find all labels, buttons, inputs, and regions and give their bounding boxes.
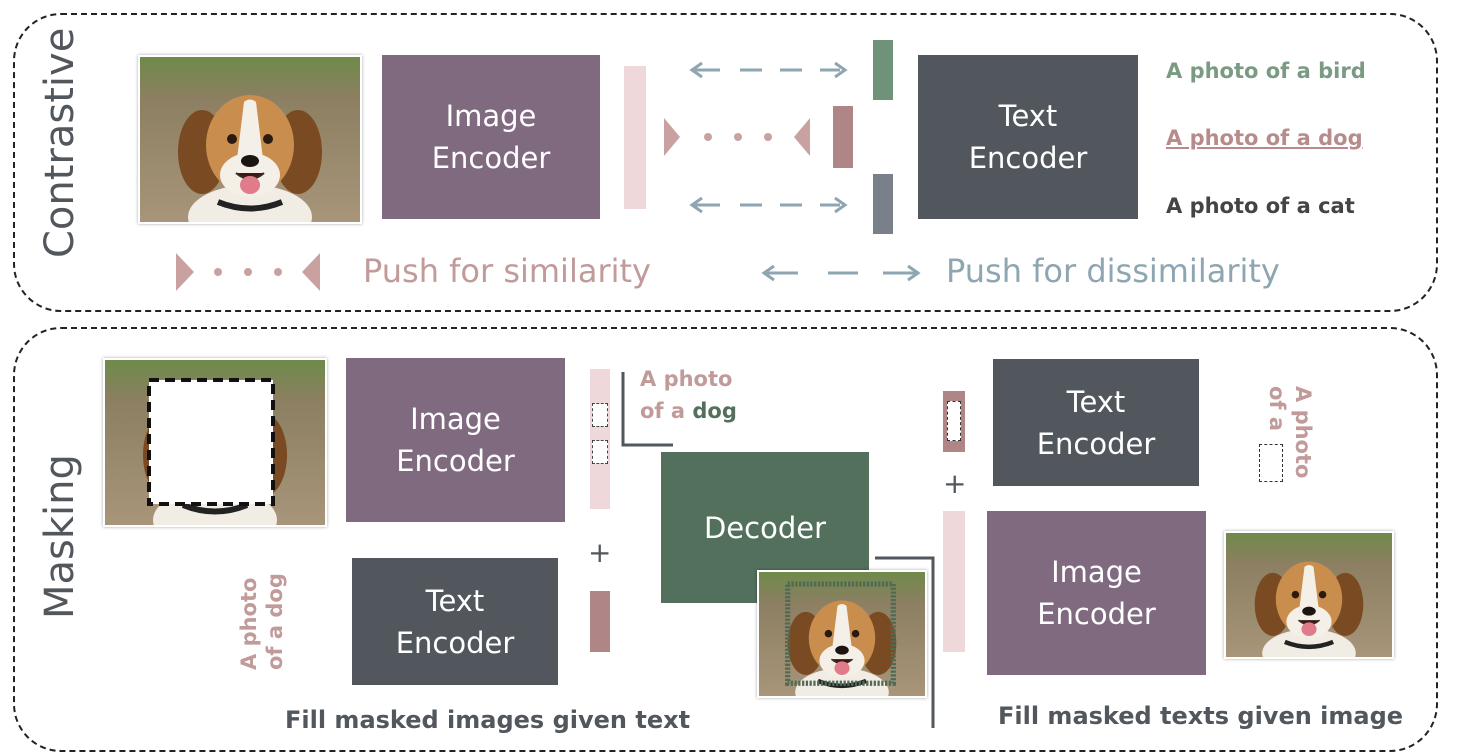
masked-text-token-slot — [947, 401, 961, 441]
masking-left-footer: Fill masked images given text — [285, 706, 691, 734]
masked-token-slot-1 — [592, 403, 608, 427]
contrastive-image-encoder: Image Encoder — [382, 55, 600, 219]
legend-similarity-label: Push for similarity — [363, 252, 651, 290]
image-embedding-bar — [624, 66, 646, 209]
caption-cat: A photo of a cat — [1166, 194, 1355, 218]
masked-image-embedding-bar — [590, 369, 610, 509]
masked-word-slot — [1259, 444, 1283, 482]
masking-right-footer: Fill masked texts given image — [998, 702, 1404, 730]
masking-right-image-encoder: Image Encoder — [987, 511, 1206, 675]
masking-left-text-embedding-bar — [590, 591, 610, 652]
vertical-caption-right-line1: A photo — [1291, 386, 1315, 479]
masking-left-caption-line1: A photo — [640, 367, 733, 391]
text-embedding-bar-cat — [873, 174, 893, 234]
masking-section-label: Masking — [37, 454, 83, 619]
masking-left-vertical-caption: A photo of a dog — [236, 573, 288, 670]
decoder-output-line — [875, 556, 935, 728]
similarity-legend-icon — [176, 253, 320, 291]
caption-of-a: of a — [640, 399, 686, 423]
masking-right-dog-photo-icon — [1224, 531, 1394, 659]
masking-right-image-embedding-bar — [943, 511, 965, 652]
masking-right-text-encoder: Text Encoder — [993, 359, 1199, 486]
masking-right-plus: + — [943, 467, 967, 500]
dissimilarity-legend-icon — [761, 264, 921, 282]
dog-photo-icon — [138, 55, 362, 224]
masking-left-text-encoder: Text Encoder — [352, 558, 558, 685]
masked-dog-photo-icon — [103, 358, 327, 527]
vertical-caption-line1: A photo — [237, 577, 261, 670]
reconstructed-dog-photo-icon — [757, 570, 927, 698]
contrastive-text-encoder: Text Encoder — [918, 55, 1138, 219]
text-embedding-bar-bird — [873, 40, 893, 100]
masking-left-image-encoder: Image Encoder — [346, 358, 565, 522]
dissimilarity-arrow-bottom — [689, 196, 848, 214]
masked-token-slot-2 — [592, 440, 608, 464]
legend-dissimilarity-label: Push for dissimilarity — [946, 252, 1280, 290]
caption-bracket-line — [621, 372, 673, 447]
contrastive-connections — [664, 61, 848, 214]
similarity-connector — [664, 118, 810, 156]
masking-left-plus: + — [588, 536, 612, 569]
contrastive-panel — [13, 13, 1438, 312]
dissimilarity-arrow-top — [689, 61, 848, 79]
masking-panel — [13, 327, 1438, 752]
text-embedding-bar-dog — [833, 106, 853, 168]
caption-dog: A photo of a dog — [1166, 126, 1363, 150]
caption-dog-word: dog — [692, 399, 737, 423]
vertical-caption-line2: of a dog — [263, 573, 287, 670]
contrastive-section-label: Contrastive — [37, 27, 83, 258]
caption-bird: A photo of a bird — [1166, 59, 1366, 83]
masking-left-caption-line2: of a dog — [640, 399, 737, 423]
